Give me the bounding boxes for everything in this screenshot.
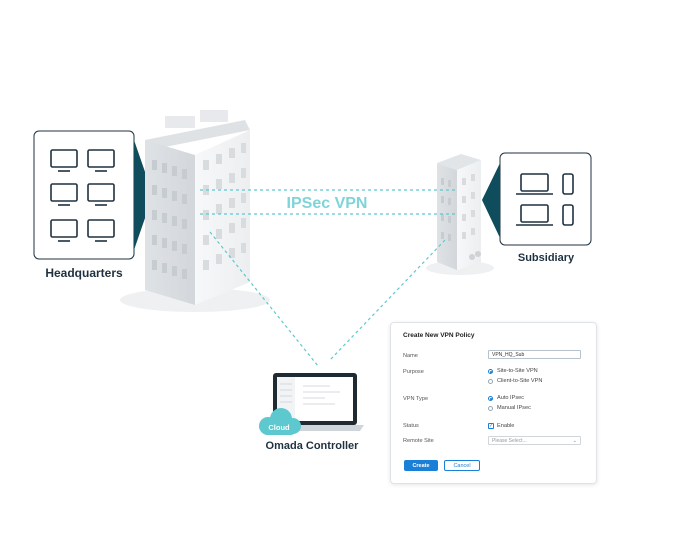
headquarters-label: Headquarters — [45, 266, 123, 280]
headquarters-building — [120, 110, 270, 312]
chevron-down-icon: ⌄ — [572, 438, 577, 444]
ipsec-vpn-label: IPSec VPN — [287, 195, 368, 212]
cancel-button[interactable]: Cancel — [444, 460, 480, 471]
headquarters-device-box — [33, 130, 153, 260]
vpn-type-auto-radio[interactable] — [488, 396, 493, 401]
phone-icon — [562, 173, 574, 226]
purpose-label: Purpose — [403, 369, 424, 375]
status-enable-checkbox[interactable]: ✓ — [488, 423, 494, 429]
status-label: Status — [403, 423, 419, 429]
subsidiary-label: Subsidiary — [518, 252, 575, 264]
remote-site-label: Remote Site — [403, 438, 434, 444]
status-option-enable: Enable — [497, 423, 515, 429]
purpose-site-to-site-radio[interactable] — [488, 369, 493, 374]
create-vpn-policy-panel: Create New VPN Policy Name VPN_HQ_Sub Pu… — [390, 322, 597, 484]
create-button[interactable]: Create — [404, 460, 438, 471]
vpn-type-option-manual: Manual IPsec — [497, 405, 531, 411]
vpn-type-label: VPN Type — [403, 396, 429, 402]
omada-controller-label: Omada Controller — [266, 440, 360, 452]
purpose-option-site-to-site: Site-to-Site VPN — [497, 368, 538, 374]
cloud-label: Cloud — [268, 423, 290, 432]
purpose-client-to-site-radio[interactable] — [488, 379, 493, 384]
controller-links — [209, 231, 446, 367]
name-label: Name — [403, 353, 418, 359]
subsidiary-device-box — [482, 152, 592, 246]
name-input[interactable]: VPN_HQ_Sub — [488, 350, 581, 359]
vpn-type-option-auto: Auto IPsec — [497, 395, 525, 401]
remote-site-placeholder: Please Select... — [492, 438, 527, 444]
ipsec-vpn-tunnel — [200, 189, 455, 215]
cloud-icon — [259, 408, 301, 435]
panel-title: Create New VPN Policy — [403, 332, 475, 339]
remote-site-select[interactable]: Please Select... ⌄ — [488, 436, 581, 445]
laptop-icon — [516, 173, 553, 226]
vpn-type-manual-radio[interactable] — [488, 406, 493, 411]
desktop-monitor-icon — [50, 149, 115, 242]
purpose-option-client-to-site: Client-to-Site VPN — [497, 378, 543, 384]
